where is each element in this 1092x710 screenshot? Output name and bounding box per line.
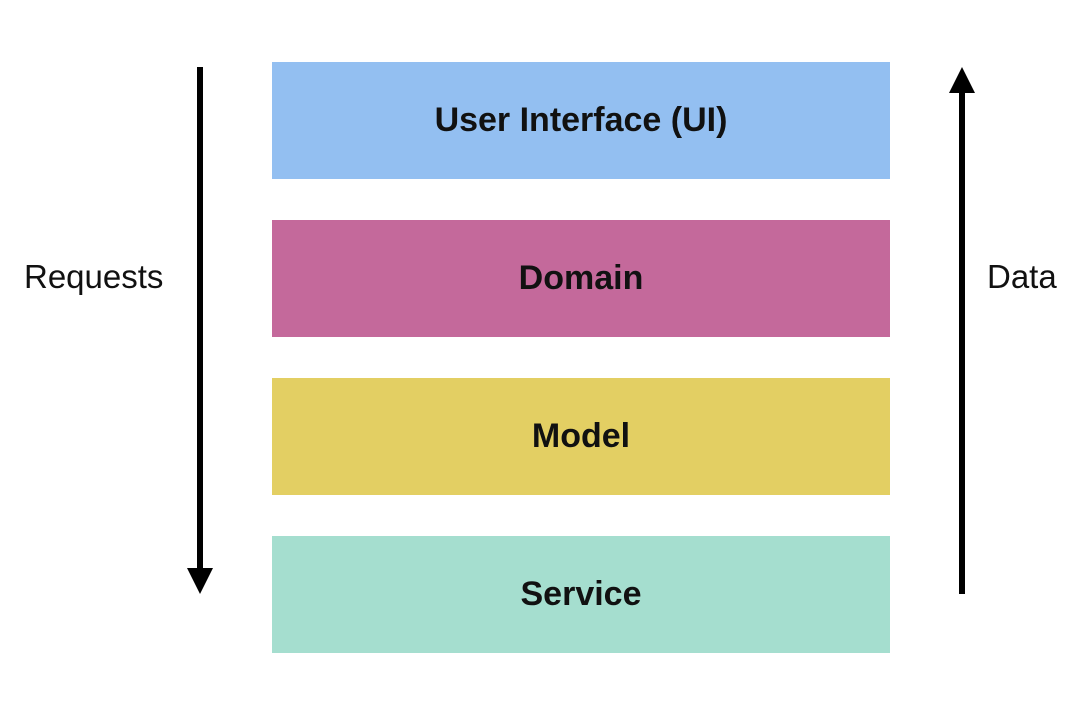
layer-label: Service [520,575,642,613]
requests-arrowhead [187,568,213,594]
requests-label: Requests [24,258,164,295]
layer-label: Domain [518,259,644,297]
layer-service: Service [272,536,890,653]
layer-domain: Domain [272,220,890,337]
layer-user-interface: User Interface (UI) [272,62,890,179]
data-label: Data [987,258,1057,295]
layer-label: Model [531,417,631,455]
data-arrowhead [949,67,975,93]
data-up-arrow [949,67,975,594]
requests-down-arrow [187,67,213,594]
layer-model: Model [272,378,890,495]
layer-label: User Interface (UI) [434,101,728,139]
